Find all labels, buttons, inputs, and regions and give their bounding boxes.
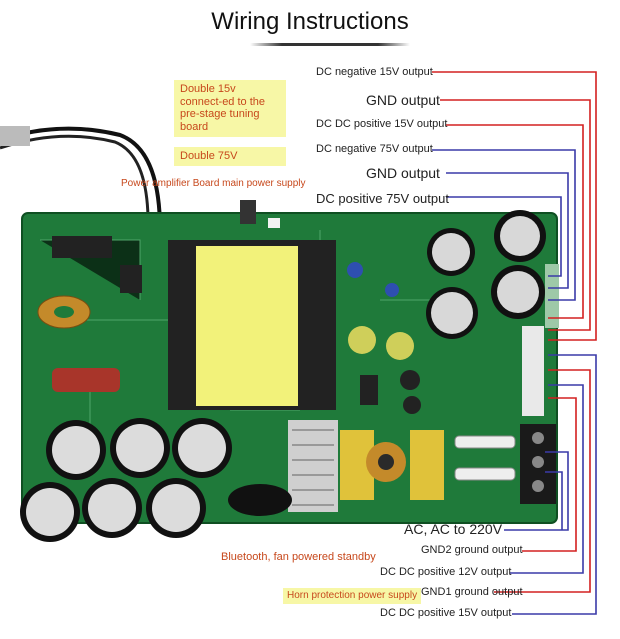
label-dc-pos-12v: DC DC positive 12V output [380,566,512,578]
label-dc-pos-15v-bottom: DC DC positive 15V output [380,607,512,619]
page-title: Wiring Instructions [211,8,409,35]
film-capacitor [52,368,120,392]
output-connector [522,326,544,416]
note-double-15v: Double 15v connect-ed to the pre-stage t… [174,80,286,137]
note-double-75v: Double 75V [174,147,286,166]
label-dc-pos-15v: DC DC positive 15V output [316,118,448,130]
rubber-foot [228,484,292,516]
filter-capacitors-bottom [20,418,232,542]
label-dc-pos-75v: DC positive 75V output [316,191,449,206]
heatsink [288,420,338,512]
note-horn-protection: Horn protection power supply [283,588,422,604]
label-ac-220v: AC, AC to 220V [404,521,503,537]
filter-capacitors-top [426,210,546,339]
label-gnd-output-2: GND output [366,165,440,181]
label-gnd2: GND2 ground output [421,544,523,556]
label-dc-neg-75v: DC negative 75V output [316,143,433,155]
note-main-power: Power amplifier Board main power supply [121,178,306,189]
label-gnd-output-1: GND output [366,92,440,108]
label-dc-neg-15v: DC negative 15V output [316,66,433,78]
label-gnd1: GND1 ground output [421,586,523,598]
title-underline [250,43,410,46]
note-bluetooth: Bluetooth, fan powered standby [221,551,376,563]
